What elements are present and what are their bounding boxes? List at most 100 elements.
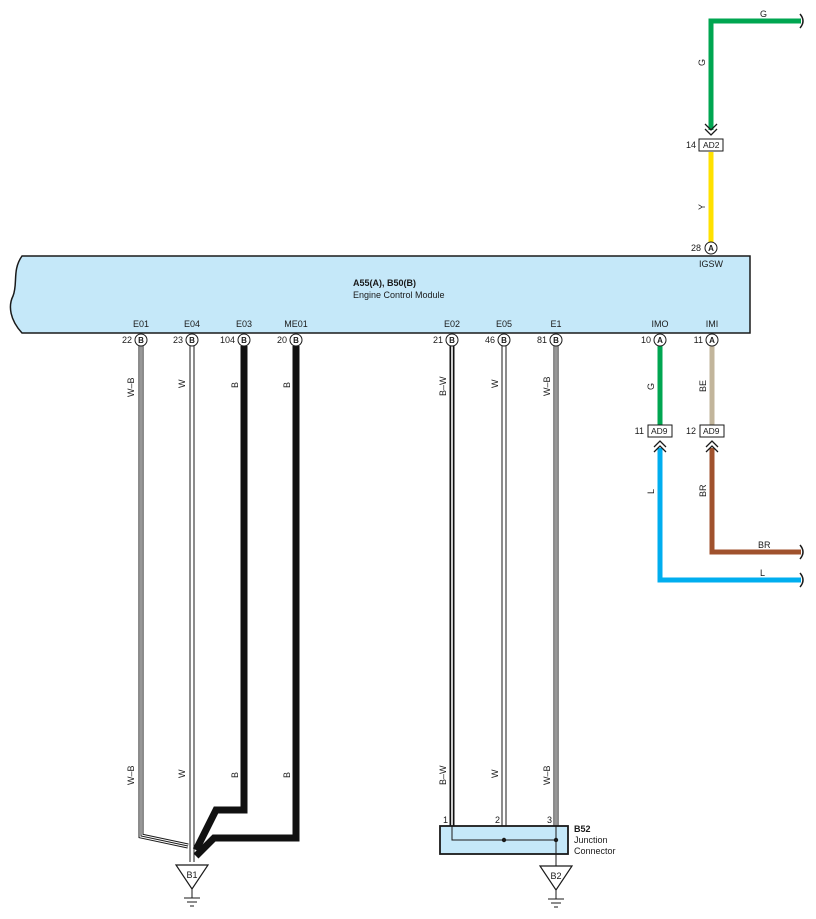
pin-letter-e01: B — [138, 336, 144, 345]
junction-pin-2: 2 — [495, 815, 500, 825]
wire-label-w-e04-bottom: W — [177, 769, 187, 778]
pin-circle-e03 — [237, 333, 251, 347]
wire-b-e03 — [192, 346, 248, 852]
wire-label-l-v: L — [646, 489, 656, 494]
pin-letter-e04: B — [189, 336, 195, 345]
ground-b1-label: B1 — [186, 870, 197, 880]
connector-ad2-pin: 14 — [686, 140, 696, 150]
pin-circle-imi — [705, 333, 719, 347]
pin-letter-igsw: A — [708, 244, 714, 253]
pin-num-e1: 81 — [537, 335, 547, 345]
chevron-down-icon — [704, 123, 718, 136]
pin-num-e03: 104 — [220, 335, 235, 345]
wire-label-w-b-e01-top: W–B — [126, 377, 136, 397]
wire-label-g-imo: G — [646, 383, 656, 390]
wire-label-g-h: G — [760, 9, 767, 19]
ecm-id: A55(A), B50(B) — [353, 278, 416, 288]
signal-imo: IMO — [652, 319, 669, 329]
ecm-body — [9, 255, 751, 334]
connector-ad2-name: AD2 — [703, 140, 720, 150]
wire-label-w-b-e1-bottom: W–B — [542, 765, 552, 785]
ecm-name: Engine Control Module — [353, 290, 445, 300]
wire-label-w-b-e1-top: W–B — [542, 376, 552, 396]
pin-num-e04: 23 — [173, 335, 183, 345]
wire-br — [709, 448, 801, 555]
immobiliser-circuit: A 10 A 11 G BE AD9 11 AD9 12 L BR BR L — [635, 333, 804, 588]
wire-label-b-me01-top: B — [282, 382, 292, 388]
pin-letter-imi: A — [709, 336, 715, 345]
wire-label-b-e03-top: B — [230, 382, 240, 388]
pin-letter-imo: A — [657, 336, 663, 345]
break-mark-g — [799, 13, 804, 29]
wire-label-w-e04-top: W — [177, 379, 187, 388]
signal-e02: E02 — [444, 319, 460, 329]
signal-imi: IMI — [706, 319, 719, 329]
wire-label-be-imi: BE — [698, 380, 708, 392]
wire-label-b-me01-bottom: B — [282, 772, 292, 778]
ground-icon — [538, 865, 574, 892]
ground-b2-label: B2 — [550, 871, 561, 881]
junction-desc-2: Connector — [574, 846, 616, 856]
wire-label-w-b-e01-bottom: W–B — [126, 765, 136, 785]
junction-pin-3: 3 — [547, 815, 552, 825]
pin-num-me01: 20 — [277, 335, 287, 345]
connector-ad9-imo-pin: 11 — [635, 426, 644, 436]
pin-circle-e02 — [445, 333, 459, 347]
signal-e03: E03 — [236, 319, 252, 329]
wire-label-br-v: BR — [698, 484, 708, 497]
igsw-circuit: G G AD2 14 Y A 28 IGSW — [686, 9, 804, 269]
ground-b1-circuit: B 22 B 23 B 104 B 20 W–B W B B W–B W B B… — [122, 333, 303, 907]
pin-letter-e02: B — [449, 336, 455, 345]
pin-num-igsw: 28 — [691, 243, 701, 253]
connector-ad2 — [698, 138, 724, 152]
wire-label-b-e03-bottom: B — [230, 772, 240, 778]
pin-circle-e05 — [497, 333, 511, 347]
wire-label-b-w-e02-top: B–W — [438, 376, 448, 396]
wire-label-l-h: L — [760, 568, 765, 578]
pin-num-e02: 21 — [433, 335, 443, 345]
chevron-up-icon — [653, 440, 667, 453]
wire-label-w-e05-top: W — [490, 379, 500, 388]
junction-id: B52 — [574, 824, 591, 834]
ground-b2-circuit: B 21 B 46 B 81 B–W W W–B B–W W W–B 1 2 3… — [433, 333, 616, 908]
pin-letter-me01: B — [293, 336, 299, 345]
pin-num-e05: 46 — [485, 335, 495, 345]
pin-letter-e1: B — [553, 336, 559, 345]
pin-num-imi: 11 — [694, 335, 703, 345]
wire-label-y: Y — [697, 204, 707, 210]
pin-circle-e1 — [549, 333, 563, 347]
wire-b-me01 — [193, 346, 300, 859]
signal-e01: E01 — [133, 319, 149, 329]
wire-l — [657, 448, 801, 583]
connector-ad9-imo — [647, 424, 673, 438]
break-mark-br — [799, 544, 804, 560]
pin-num-e01: 22 — [122, 335, 132, 345]
pin-num-imo: 10 — [641, 335, 651, 345]
wire-label-g-v: G — [697, 59, 707, 66]
junction-pin-1: 1 — [443, 815, 448, 825]
wire-g-top — [708, 18, 801, 130]
connector-ad9-imi-pin: 12 — [686, 426, 696, 436]
pin-circle-me01 — [289, 333, 303, 347]
pin-circle-e04 — [185, 333, 199, 347]
junction-desc-1: Junction — [574, 835, 608, 845]
pin-circle-imo — [653, 333, 667, 347]
chevron-up-icon — [705, 440, 719, 453]
wire-label-w-e05-bottom: W — [490, 769, 500, 778]
wire-label-b-w-e02-bottom: B–W — [438, 765, 448, 785]
signal-me01: ME01 — [284, 319, 308, 329]
signal-igsw: IGSW — [699, 259, 724, 269]
wire-label-br-h: BR — [758, 540, 771, 550]
pin-letter-e03: B — [241, 336, 247, 345]
signal-e05: E05 — [496, 319, 512, 329]
break-mark-l — [799, 572, 804, 588]
connector-ad9-imi — [699, 424, 725, 438]
connector-ad9-imi-name: AD9 — [703, 426, 720, 436]
signal-e1: E1 — [550, 319, 561, 329]
pin-letter-e05: B — [501, 336, 507, 345]
ground-icon — [174, 864, 210, 891]
signal-e04: E04 — [184, 319, 200, 329]
pin-circle-igsw — [704, 241, 718, 255]
connector-ad9-imo-name: AD9 — [651, 426, 668, 436]
